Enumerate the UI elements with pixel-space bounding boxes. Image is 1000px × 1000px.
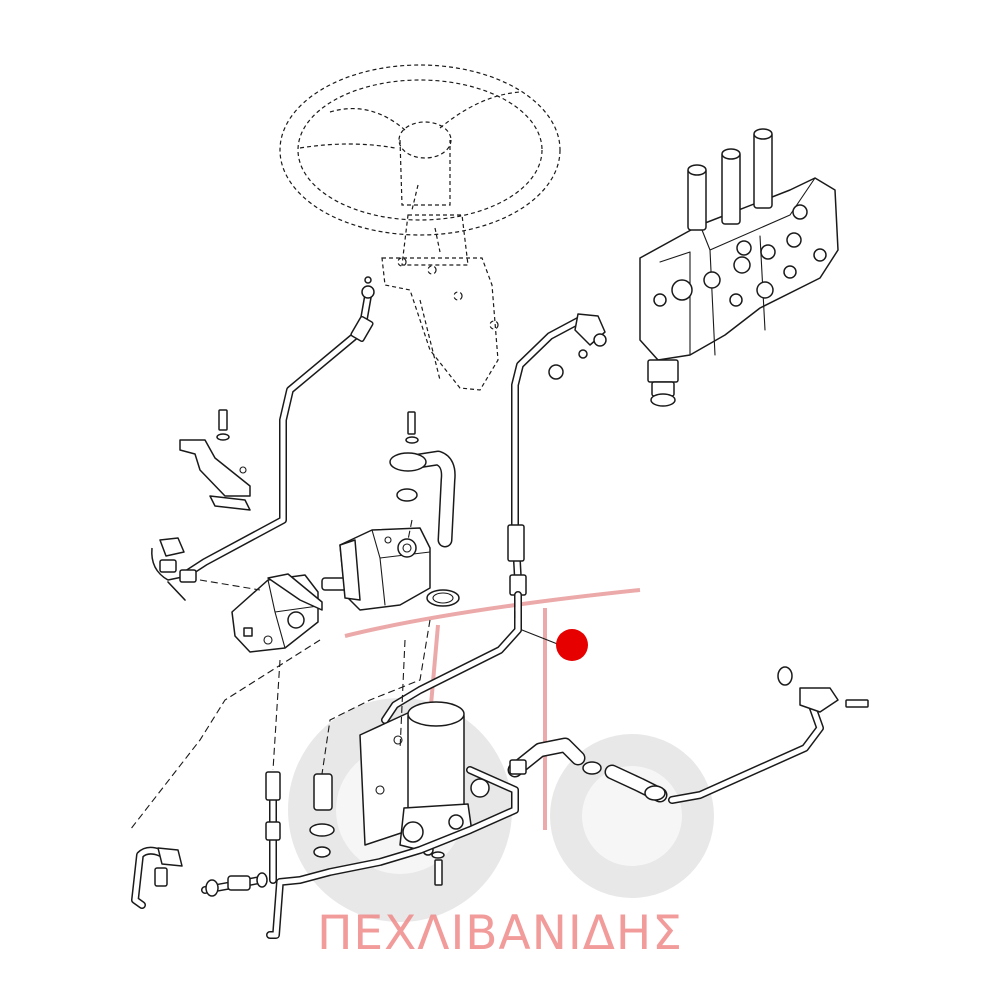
steering-pipe <box>181 276 375 579</box>
callout <box>521 629 588 661</box>
assembly-leader-lines <box>129 519 516 831</box>
control-valve-block <box>639 128 839 407</box>
steering-column <box>381 214 499 391</box>
steering-wheel <box>279 64 561 236</box>
suction-hose <box>389 411 460 607</box>
steering-pipe-elbow-fittings <box>151 537 197 601</box>
mounting-bracket <box>179 409 251 511</box>
pressure-pipe <box>381 313 607 724</box>
return-pipe <box>265 766 519 939</box>
watermark-logo <box>288 588 714 922</box>
watermark-text: ΠΕΧΛΙΒΑΝΙΔΗΣ <box>317 906 683 961</box>
suction-pipe <box>507 666 869 804</box>
callout-marker[interactable] <box>556 629 588 661</box>
hydraulic-pump-front <box>321 527 431 611</box>
watermark-gear-right <box>550 734 714 898</box>
lower-left-return-line <box>131 846 268 909</box>
oil-filter <box>359 701 490 886</box>
hydraulic-pump-rear <box>231 573 323 653</box>
